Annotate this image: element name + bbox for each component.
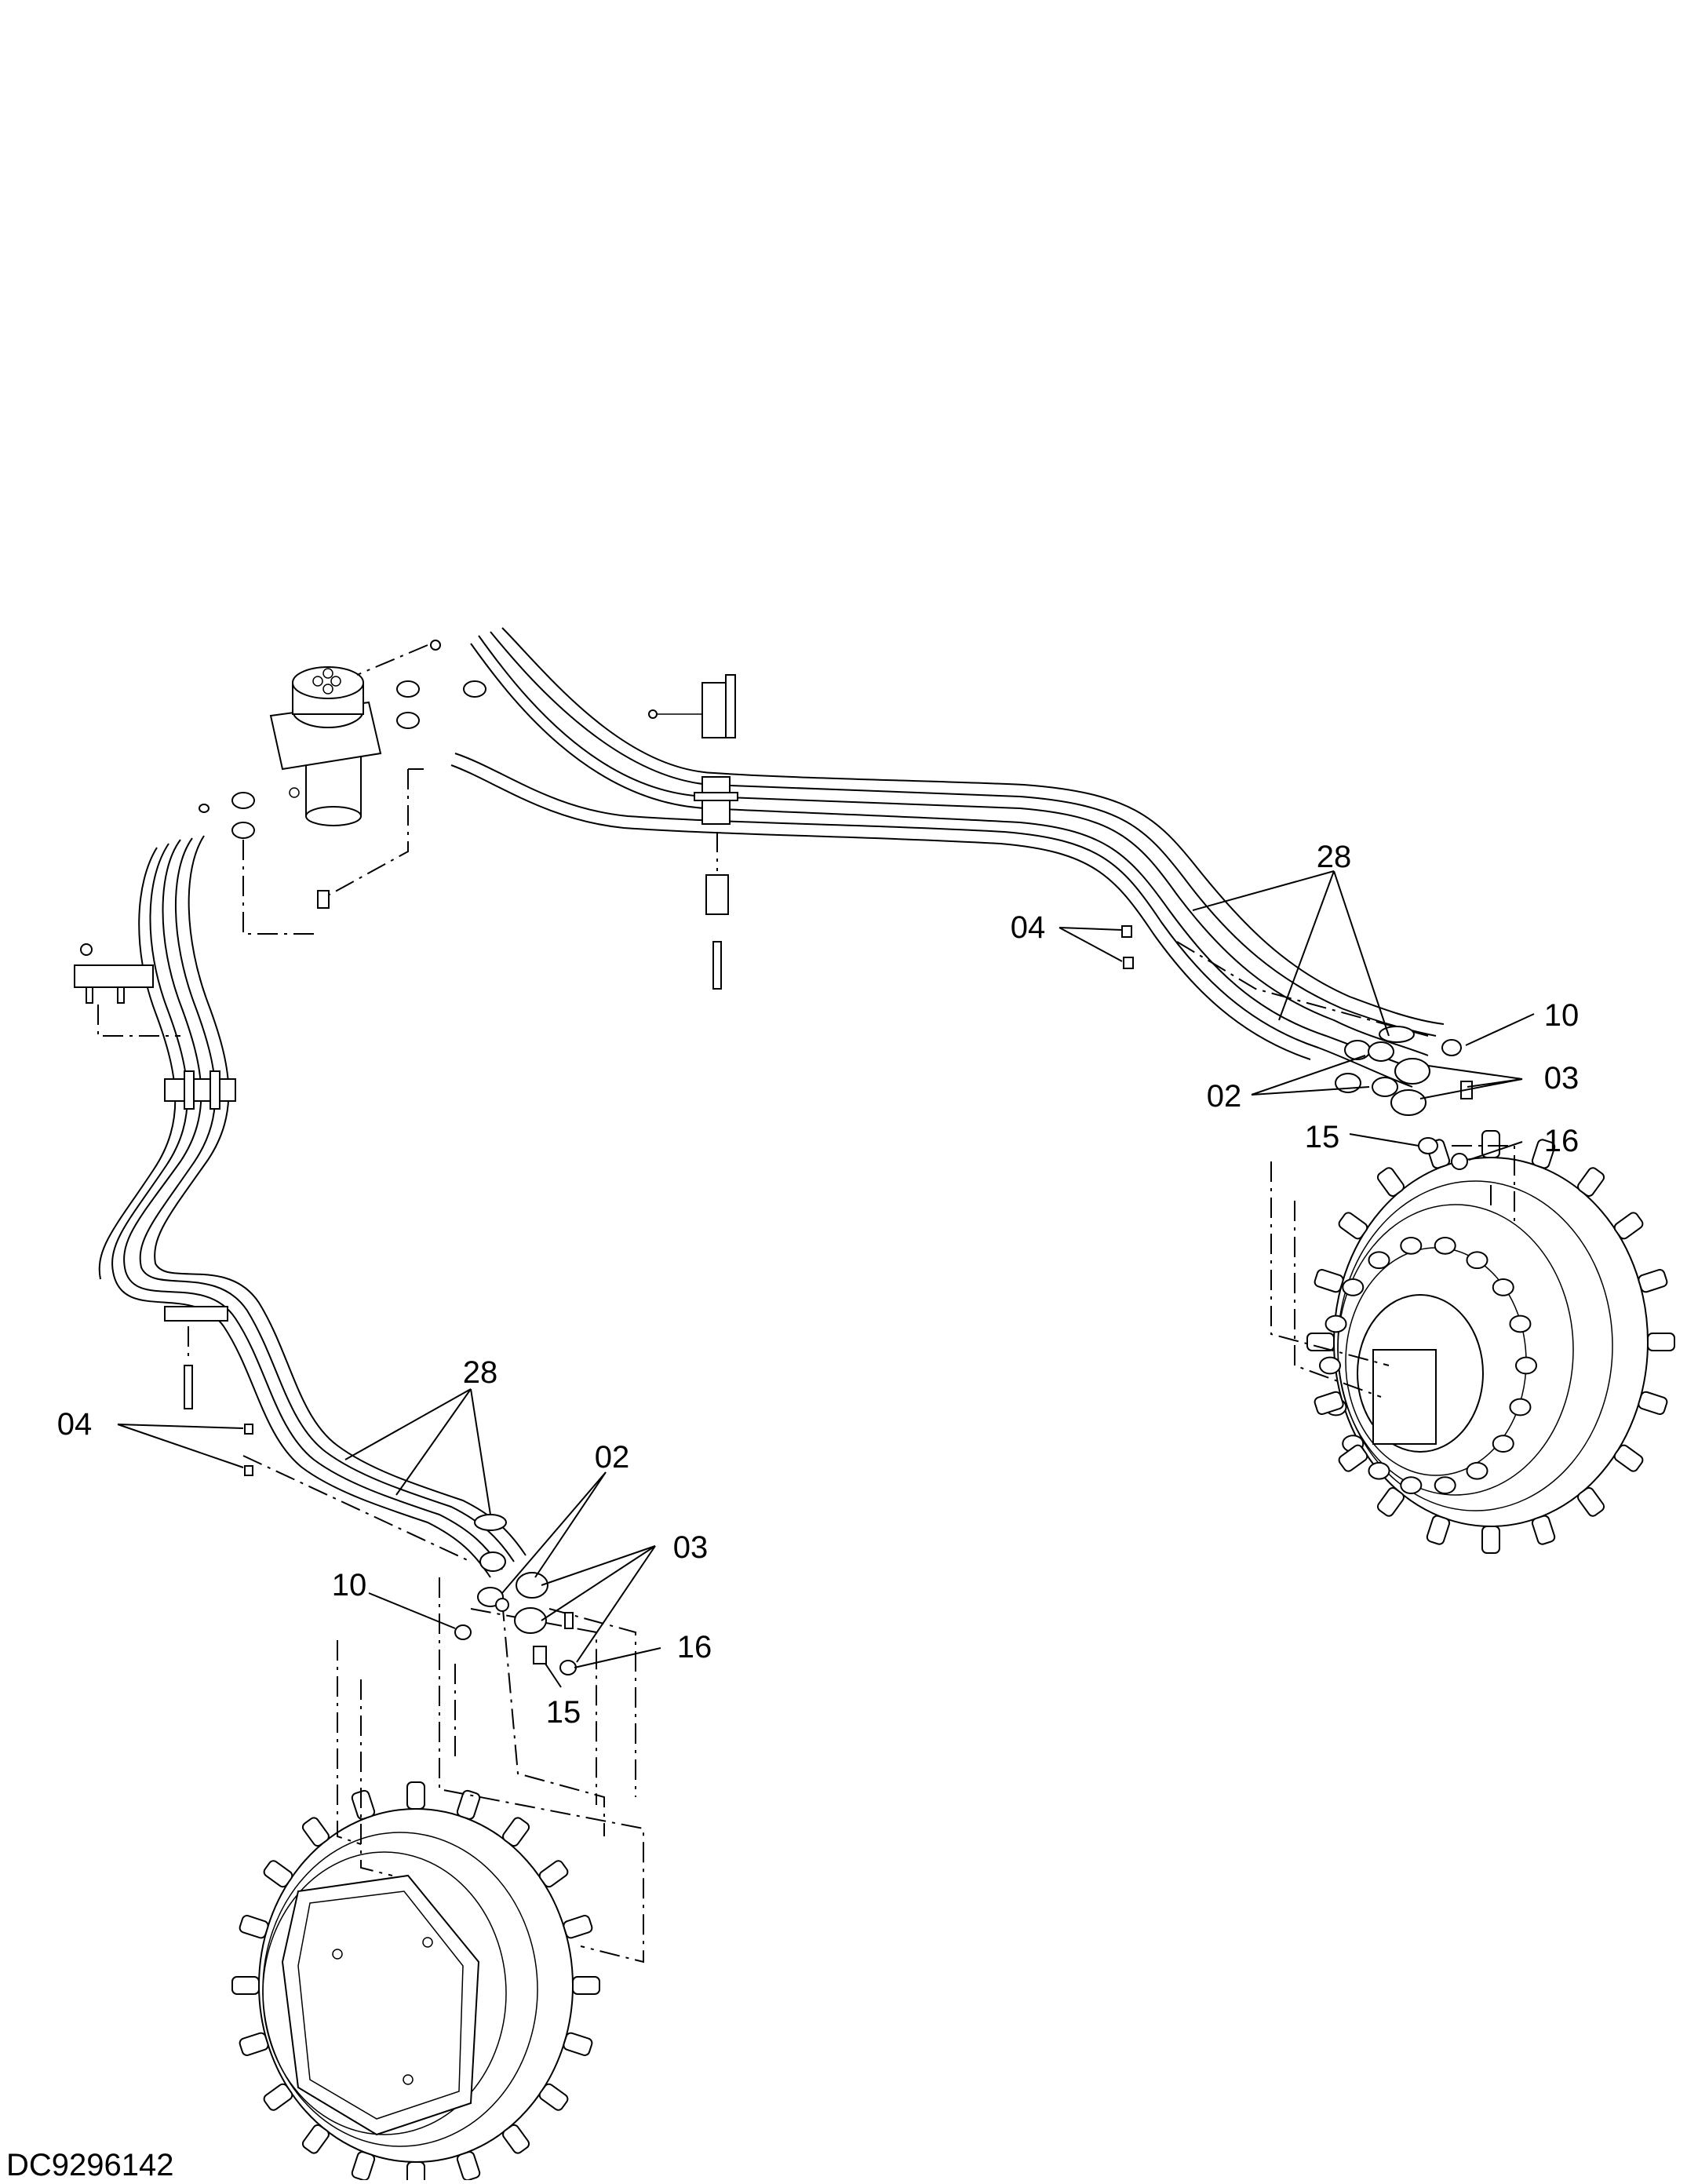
sprocket-tooth <box>538 1860 569 1888</box>
right-motor-leaders <box>1176 941 1515 1398</box>
sprocket-tooth <box>1647 1333 1675 1351</box>
callout-left-04: 04 <box>57 1407 93 1442</box>
upper-clamp-bolt <box>705 832 729 990</box>
sprocket-tooth <box>572 1976 600 1995</box>
sprocket-tooth <box>538 2083 569 2111</box>
sprocket-tooth <box>1638 1391 1668 1416</box>
callout-left-15: 15 <box>546 1695 581 1730</box>
sprocket-tooth <box>1613 1212 1644 1240</box>
motor-bolt <box>1319 1356 1341 1375</box>
sprocket-tooth <box>1376 1167 1405 1197</box>
motor-bolt <box>1325 1314 1347 1333</box>
hose-bundle <box>98 627 1445 1578</box>
sprocket-tooth <box>1531 1139 1556 1169</box>
sprocket-tooth <box>1638 1268 1668 1293</box>
callout-left-03: 03 <box>673 1530 709 1565</box>
swivel-leaders <box>242 644 428 935</box>
motor-bolt <box>1509 1314 1532 1333</box>
sprocket-tooth <box>406 2161 425 2184</box>
sprocket-tooth <box>1577 1167 1605 1197</box>
callout-right-04: 04 <box>1011 910 1046 945</box>
left-bracket <box>74 943 180 1037</box>
sprocket-tooth <box>406 1781 425 1810</box>
sprocket-tooth <box>239 1915 269 1939</box>
sprocket-tooth <box>301 1817 330 1847</box>
callout-left-16: 16 <box>677 1630 712 1664</box>
drawing-id: DC9296142 <box>6 2148 174 2180</box>
callout-right-10: 10 <box>1544 998 1580 1033</box>
motor-bolt <box>1400 1236 1423 1255</box>
sprocket-tooth <box>563 2032 593 2056</box>
callout-left-10: 10 <box>332 1568 367 1602</box>
swivel-fittings <box>199 640 486 909</box>
sprocket-tooth <box>1577 1487 1605 1517</box>
travel-motor-right <box>1306 1130 1675 1554</box>
motor-bolt <box>1492 1435 1514 1453</box>
motor-bolt <box>1342 1278 1365 1296</box>
callout-right-15: 15 <box>1305 1120 1340 1154</box>
motor-bolt <box>1368 1461 1390 1480</box>
sprocket-tooth <box>456 2151 481 2182</box>
sprocket-tooth <box>502 1817 530 1847</box>
motor-bolt <box>1434 1236 1456 1255</box>
sprocket-tooth <box>1314 1268 1344 1293</box>
sprocket-tooth <box>1314 1391 1344 1416</box>
motor-bolt <box>1492 1278 1514 1296</box>
callout-right-02: 02 <box>1207 1079 1242 1114</box>
motor-bolt <box>1466 1251 1488 1270</box>
left-motor-leaders <box>242 1455 644 1963</box>
sprocket-tooth <box>1531 1515 1556 1545</box>
sprocket-tooth <box>351 1789 376 1820</box>
motor-bolt <box>1400 1476 1423 1495</box>
callouts: 28 04 10 03 02 15 16 28 04 02 03 10 16 1… <box>57 840 1580 1730</box>
sprocket-tooth <box>563 1915 593 1939</box>
left-lower-clamp <box>164 1306 228 1409</box>
callout-right-16: 16 <box>1544 1124 1580 1158</box>
sprocket-tooth <box>1338 1444 1368 1472</box>
motor-bolt <box>1466 1461 1488 1480</box>
sprocket-tooth <box>231 1976 260 1995</box>
motor-bolt <box>1515 1356 1537 1375</box>
callout-right-03: 03 <box>1544 1061 1580 1096</box>
sprocket-tooth <box>1338 1212 1368 1240</box>
callout-left-28: 28 <box>463 1355 498 1390</box>
callout-leaders <box>117 870 1535 1688</box>
left-fittings <box>244 1424 577 1675</box>
callout-left-02: 02 <box>595 1440 630 1475</box>
sprocket-tooth <box>1376 1487 1405 1517</box>
sprocket-tooth <box>1481 1130 1500 1158</box>
sprocket-tooth <box>351 2151 376 2182</box>
upper-bracket <box>648 674 736 738</box>
sprocket-tooth <box>1481 1526 1500 1554</box>
sprocket-tooth <box>239 2032 269 2056</box>
sprocket-tooth <box>1426 1515 1451 1545</box>
motor-bolt <box>1434 1476 1456 1495</box>
sprocket-tooth <box>1613 1444 1644 1472</box>
motor-bolt <box>1509 1398 1532 1417</box>
right-fittings <box>1121 925 1473 1170</box>
sprocket-tooth <box>263 2083 293 2111</box>
sprocket-tooth <box>301 2124 330 2154</box>
sprocket-tooth <box>502 2124 530 2154</box>
motor-bolt <box>1368 1251 1390 1270</box>
travel-motor-left <box>231 1781 600 2184</box>
swivel-joint <box>269 666 382 826</box>
sprocket-tooth <box>456 1789 481 1820</box>
sprocket-tooth <box>263 1860 293 1888</box>
callout-right-28: 28 <box>1317 840 1352 874</box>
